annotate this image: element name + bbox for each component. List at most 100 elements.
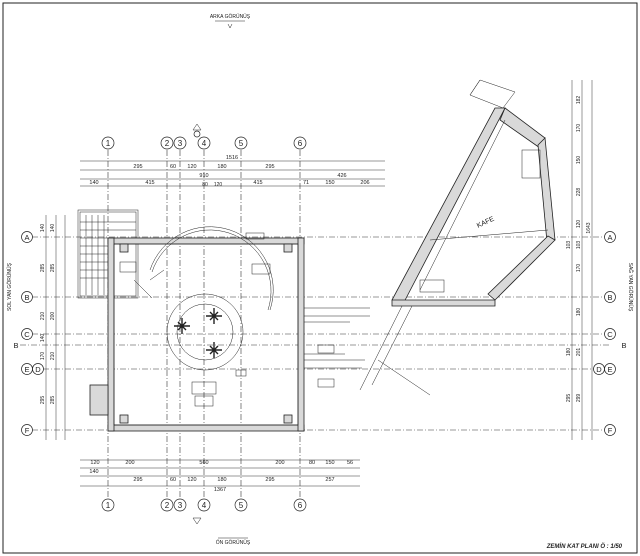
- svg-text:120: 120: [187, 477, 196, 483]
- svg-text:3: 3: [178, 139, 183, 148]
- svg-text:228: 228: [576, 188, 582, 197]
- svg-text:295: 295: [133, 477, 142, 483]
- svg-text:1: 1: [106, 501, 111, 510]
- svg-text:80: 80: [202, 182, 208, 188]
- svg-text:201: 201: [576, 348, 582, 357]
- svg-text:6: 6: [298, 501, 303, 510]
- svg-text:60: 60: [170, 477, 176, 483]
- svg-text:1516: 1516: [226, 155, 238, 161]
- svg-text:295: 295: [265, 164, 274, 170]
- axis-bubbles-right: A B C B D E F: [593, 231, 627, 436]
- horizontal-grid-lines: [20, 236, 610, 431]
- svg-text:B: B: [621, 341, 626, 350]
- svg-text:285: 285: [50, 264, 56, 273]
- svg-text:560: 560: [199, 460, 208, 466]
- svg-text:180: 180: [217, 477, 226, 483]
- svg-text:71: 71: [303, 180, 309, 186]
- dimensions-bottom: 120 200 560 200 80 150 56 140 295 60 120…: [80, 459, 360, 493]
- svg-text:140: 140: [89, 180, 98, 186]
- svg-text:150: 150: [325, 460, 334, 466]
- svg-text:140: 140: [50, 224, 56, 233]
- svg-text:B: B: [13, 341, 18, 350]
- svg-text:56: 56: [347, 460, 353, 466]
- dimensions-left: 140 140 285 285 210 200 140 170 210 285 …: [40, 215, 66, 440]
- drawing-title: ZEMİN KAT PLANI Ö : 1/50: [546, 543, 623, 550]
- svg-text:B: B: [607, 293, 612, 302]
- svg-text:182: 182: [576, 96, 582, 105]
- dimensions-top: 1516 295 60 120 180 295 910 426 140 415 …: [80, 155, 385, 188]
- axis-bubbles-top: 1 2 3 4 5 6: [101, 136, 307, 150]
- svg-text:E: E: [607, 365, 612, 374]
- svg-text:150: 150: [325, 180, 334, 186]
- svg-text:415: 415: [145, 180, 154, 186]
- svg-text:150: 150: [576, 156, 582, 165]
- svg-text:C: C: [607, 330, 613, 339]
- svg-text:415: 415: [253, 180, 262, 186]
- view-label-bottom: ÖN GÖRÜNÜŞ: [216, 539, 251, 546]
- svg-text:910: 910: [199, 173, 208, 179]
- svg-text:200: 200: [275, 460, 284, 466]
- svg-text:103: 103: [566, 241, 572, 250]
- svg-text:C: C: [24, 330, 30, 339]
- axis-bubbles-bottom: 1 2 3 4 5 6: [101, 498, 307, 512]
- svg-text:6: 6: [298, 139, 303, 148]
- svg-text:295: 295: [566, 394, 572, 403]
- svg-text:F: F: [608, 426, 613, 435]
- svg-text:5: 5: [239, 501, 244, 510]
- fan-icons: [174, 308, 222, 358]
- cafe-building: KAFE: [359, 79, 556, 396]
- svg-text:200: 200: [125, 460, 134, 466]
- furniture-symbols: [119, 232, 335, 388]
- svg-text:E: E: [24, 365, 29, 374]
- svg-text:180: 180: [217, 164, 226, 170]
- svg-text:295: 295: [133, 164, 142, 170]
- svg-text:140: 140: [40, 334, 46, 343]
- view-label-left: SOL YAN GÖRÜNÜŞ: [6, 262, 13, 311]
- svg-text:120: 120: [90, 460, 99, 466]
- svg-text:210: 210: [50, 352, 56, 361]
- svg-text:4: 4: [202, 139, 207, 148]
- svg-text:60: 60: [170, 164, 176, 170]
- svg-text:140: 140: [89, 469, 98, 475]
- vertical-grid-lines: [107, 150, 301, 498]
- svg-text:170: 170: [576, 264, 582, 273]
- svg-text:295: 295: [265, 477, 274, 483]
- svg-text:285: 285: [50, 396, 56, 405]
- svg-text:257: 257: [325, 477, 334, 483]
- svg-text:D: D: [35, 365, 41, 374]
- svg-text:120: 120: [187, 164, 196, 170]
- svg-text:426: 426: [337, 173, 346, 179]
- room-label-cafe: KAFE: [476, 216, 496, 230]
- svg-text:120: 120: [214, 182, 223, 188]
- svg-text:D: D: [596, 365, 602, 374]
- svg-text:206: 206: [360, 180, 369, 186]
- view-label-right: SAĞ YAN GÖRÜNÜŞ: [627, 263, 634, 312]
- svg-text:A: A: [607, 233, 612, 242]
- svg-text:1367: 1367: [214, 487, 226, 493]
- svg-text:295: 295: [40, 396, 46, 405]
- svg-text:210: 210: [40, 312, 46, 321]
- svg-text:285: 285: [40, 264, 46, 273]
- svg-text:5: 5: [239, 139, 244, 148]
- svg-text:120: 120: [576, 220, 582, 229]
- svg-text:2: 2: [165, 501, 170, 510]
- main-hall-walls: [89, 237, 305, 432]
- svg-text:3: 3: [178, 501, 183, 510]
- svg-text:F: F: [25, 426, 30, 435]
- svg-text:200: 200: [50, 312, 56, 321]
- connecting-corridors: [304, 307, 370, 369]
- dimensions-right: 182 170 150 228 120 103 103 170 180 201 …: [566, 80, 593, 440]
- svg-text:299: 299: [576, 394, 582, 403]
- svg-text:1: 1: [106, 139, 111, 148]
- svg-text:A: A: [24, 233, 29, 242]
- view-label-top: ARKA GÖRÜNÜŞ: [210, 13, 251, 20]
- svg-text:140: 140: [40, 224, 46, 233]
- svg-text:180: 180: [566, 348, 572, 357]
- svg-text:4: 4: [202, 501, 207, 510]
- svg-text:80: 80: [309, 460, 315, 466]
- svg-text:2: 2: [165, 139, 170, 148]
- svg-text:170: 170: [576, 124, 582, 133]
- svg-text:170: 170: [40, 352, 46, 361]
- section-markers: [192, 123, 202, 525]
